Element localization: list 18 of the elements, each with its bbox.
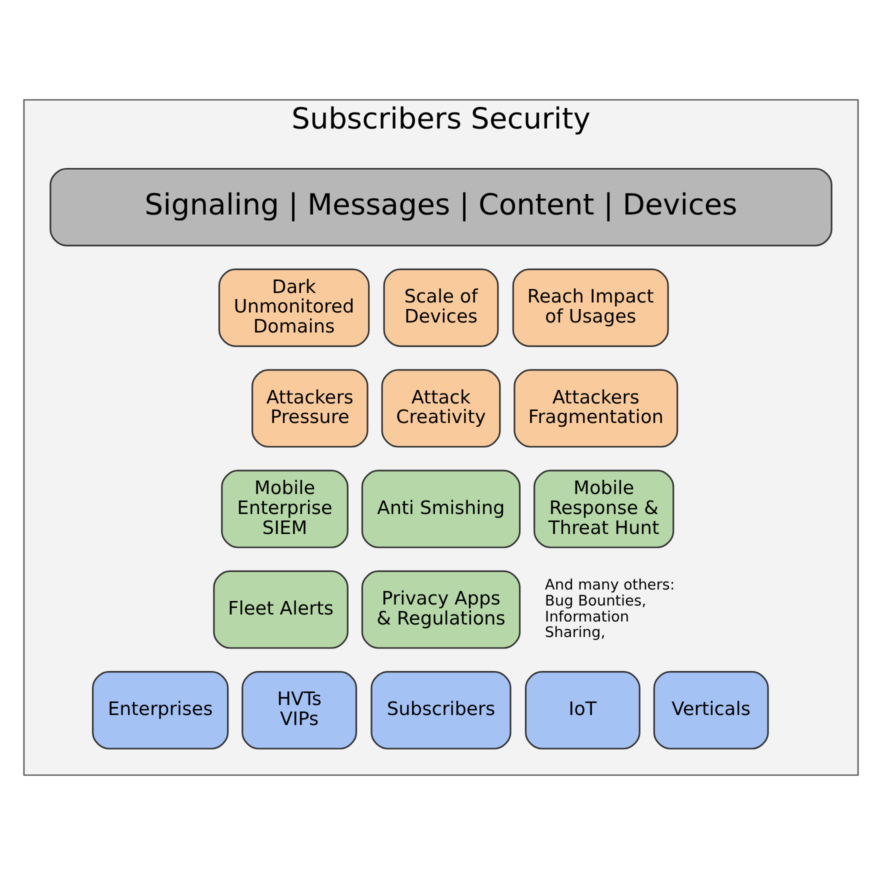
node-box: Signaling | Messages | Content | Devices (50, 167, 832, 246)
node-box: Attackers Fragmentation (514, 368, 678, 448)
node-box: Attackers Pressure (252, 368, 368, 448)
node-box: Attack Creativity (381, 368, 501, 448)
node-box: Mobile Response & Threat Hunt (534, 469, 674, 548)
node-box: Dark Unmonitored Domains (218, 268, 370, 346)
node-box: Reach Impact of Usages (512, 268, 669, 346)
node-box: Scale of Devices (383, 268, 499, 346)
node-box: Privacy Apps & Regulations (361, 570, 521, 648)
node-box: HVTs VIPs (242, 670, 358, 749)
node-box: Subscribers (370, 670, 512, 749)
node-box: Verticals (653, 670, 769, 749)
node-box: Anti Smishing (361, 469, 521, 548)
node-box: Mobile Enterprise SIEM (221, 469, 348, 548)
node-box: Fleet Alerts (213, 570, 348, 648)
node-box: Enterprises (92, 670, 229, 749)
node-box: IoT (524, 670, 640, 749)
label: And many others: Bug Bounties, Information Sharing, (544, 576, 675, 641)
